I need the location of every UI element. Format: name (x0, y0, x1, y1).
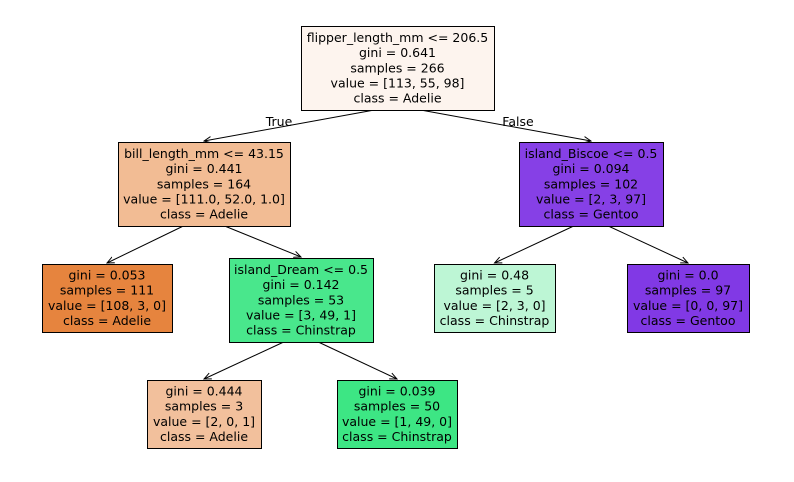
node-text-line: value = [3, 49, 1] (246, 307, 356, 322)
node-text-line: gini = 0.039 (358, 383, 435, 398)
node-box (627, 264, 750, 333)
node-text-line: samples = 111 (60, 283, 154, 298)
node-text-line: gini = 0.094 (552, 161, 629, 176)
node-text-line: value = [2, 0, 1] (153, 414, 255, 429)
node-text-line: samples = 97 (645, 283, 731, 298)
node-text-line: samples = 102 (544, 176, 638, 191)
node-text-line: class = Chinstrap (246, 323, 356, 338)
node-text-line: value = [2, 3, 97] (536, 191, 646, 206)
node-text-line: class = Gentoo (641, 313, 736, 328)
node-text-line: gini = 0.444 (165, 383, 242, 398)
node-box (434, 264, 556, 333)
edges-layer: True False (107, 109, 688, 379)
edge-label-true: True (265, 114, 293, 129)
edge-arrow-n3-to-n4 (204, 341, 284, 379)
node-box (229, 258, 374, 343)
node-text-line: flipper_length_mm <= 206.5 (307, 30, 488, 45)
node-text-line: samples = 266 (350, 60, 444, 75)
node-text-line: class = Adelie (160, 207, 248, 222)
node-text-line: class = Gentoo (544, 207, 639, 222)
edge-arrow-root-to-n1 (204, 109, 375, 141)
node-box (337, 380, 458, 449)
node-text-line: bill_length_mm <= 43.15 (124, 146, 284, 161)
edge-arrow-n6-to-n8 (608, 225, 688, 263)
node-text-line: value = [113, 55, 98] (331, 75, 465, 90)
node-text-line: gini = 0.641 (359, 45, 436, 60)
node-text-line: samples = 53 (258, 292, 344, 307)
node-text-line: gini = 0.142 (262, 277, 339, 292)
node-text-line: value = [1, 49, 0] (342, 414, 452, 429)
node-text-line: island_Biscoe <= 0.5 (525, 146, 658, 161)
node-text-line: samples = 50 (354, 399, 440, 414)
node-text-line: value = [2, 3, 0] (443, 298, 545, 313)
node-box (118, 142, 291, 227)
node-text-line: island_Dream <= 0.5 (234, 262, 368, 277)
node-text-line: value = [111.0, 52.0, 1.0] (123, 191, 285, 206)
edge-label-false: False (502, 114, 534, 129)
node-text-line: class = Chinstrap (440, 313, 550, 328)
node-text-line: value = [108, 3, 0] (48, 298, 166, 313)
node-box (301, 26, 495, 111)
node-box (519, 142, 664, 227)
node-box (42, 264, 173, 333)
node-text-line: samples = 164 (157, 176, 251, 191)
node-text-line: samples = 3 (165, 399, 243, 414)
edge-arrow-n6-to-n7 (495, 225, 574, 263)
node-text-line: gini = 0.053 (68, 267, 145, 282)
node-box (147, 380, 262, 449)
edge-arrow-n1-to-n2 (107, 225, 184, 263)
node-text-line: samples = 5 (455, 283, 533, 298)
node-text-line: class = Adelie (353, 91, 441, 106)
edge-arrow-n3-to-n5 (318, 341, 397, 379)
node-text-line: class = Adelie (160, 429, 248, 444)
edge-arrow-root-to-n6 (420, 109, 591, 141)
node-text-line: class = Adelie (63, 313, 151, 328)
node-text-line: gini = 0.48 (460, 267, 529, 282)
node-text-line: class = Chinstrap (342, 429, 452, 444)
edge-arrow-n1-to-n3 (224, 225, 301, 257)
node-text-line: gini = 0.0 (657, 267, 718, 282)
node-text-line: value = [0, 0, 97] (633, 298, 743, 313)
node-text-line: gini = 0.441 (165, 161, 242, 176)
